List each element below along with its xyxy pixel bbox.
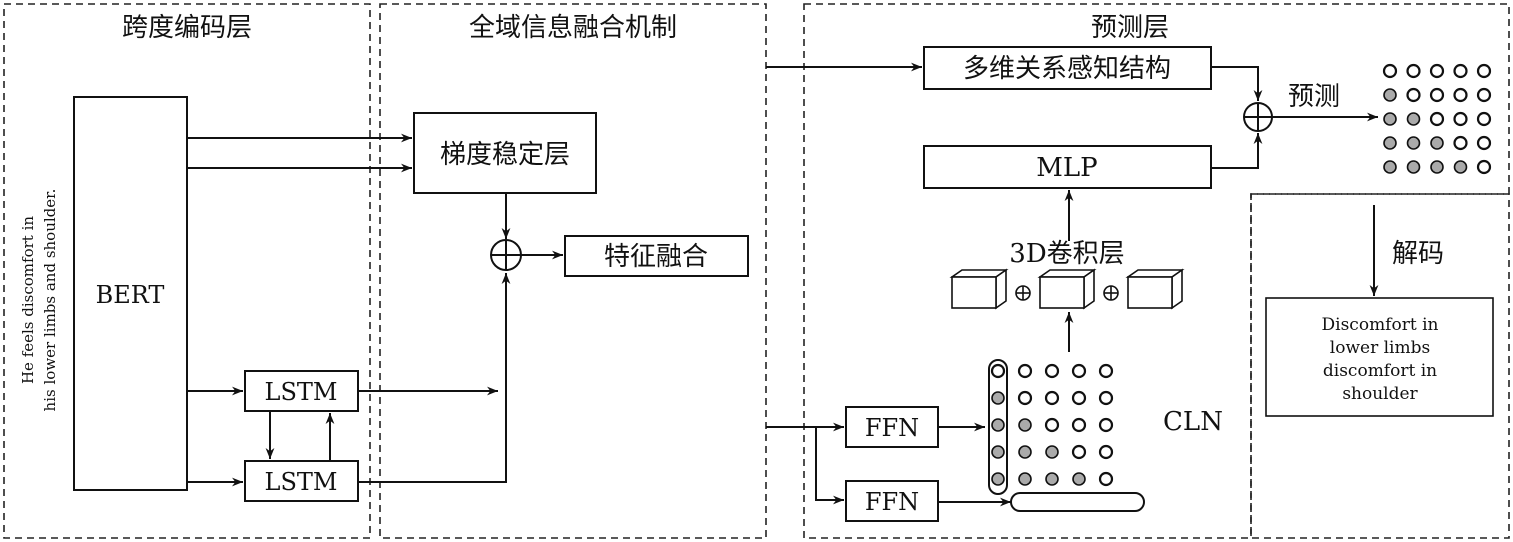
prediction-title: 预测层 [1091, 13, 1169, 43]
bert-label: BERT [96, 281, 165, 309]
multi-dim-block [923, 46, 1212, 90]
output-line1: Discomfort in [1322, 315, 1439, 335]
cln-grid-cell [991, 418, 1005, 432]
output-line4: shoulder [1342, 384, 1418, 404]
cln-grid-cell [991, 472, 1005, 486]
cln-grid-cell [1017, 363, 1033, 379]
ffn-top-label: FFN [865, 414, 919, 442]
gradient-stable-block [413, 112, 597, 194]
feature-fusion-block [564, 235, 749, 277]
prediction-grid-cell [1382, 63, 1398, 79]
prediction-grid-cell [1406, 112, 1421, 126]
ffn-bottom-block [845, 480, 939, 522]
cln-grid-cell [990, 363, 1006, 379]
conv-add-icon-2 [1103, 285, 1119, 301]
cln-grid-cell [1045, 445, 1059, 459]
predict-label: 预测 [1288, 82, 1340, 112]
cln-grid-cell [991, 391, 1005, 405]
prediction-grid-cell [1453, 111, 1468, 127]
prediction-output-grid [1382, 63, 1492, 175]
cln-column-capsule [988, 359, 1008, 495]
cln-grid-cell [1072, 472, 1086, 486]
cln-grid-cell [1044, 363, 1060, 379]
prediction-grid-cell [1383, 112, 1397, 126]
global-fusion-panel [379, 3, 767, 539]
lstm-bottom-block [244, 460, 359, 502]
cln-grid-cell [1098, 444, 1114, 460]
prediction-grid-cell [1476, 159, 1492, 175]
prediction-grid-cell [1476, 135, 1492, 151]
prediction-grid-cell [1429, 87, 1445, 103]
prediction-grid-cell [1406, 136, 1421, 150]
cln-grid-cell [1071, 444, 1087, 460]
cln-grid-cell [1098, 417, 1114, 433]
mlp-block [923, 145, 1212, 189]
predict-add-icon [1243, 102, 1273, 132]
prediction-grid-cell [1406, 63, 1421, 79]
prediction-grid-cell [1453, 87, 1468, 103]
conv3d-label: 3D卷积层 [1009, 239, 1124, 269]
cln-grid [990, 363, 1114, 487]
input-sentence-line1: He feels discomfort in [19, 216, 37, 384]
fusion-add-icon [490, 239, 522, 271]
conv-add-icon-1 [1015, 285, 1031, 301]
input-sentence: He feels discomfort in his lower limbs a… [19, 189, 59, 412]
prediction-grid-cell [1430, 160, 1444, 174]
feature-fusion-label: 特征融合 [604, 242, 708, 272]
ffn-top-block [845, 406, 939, 448]
global-fusion-title: 全域信息融合机制 [469, 13, 677, 43]
prediction-grid-cell [1453, 135, 1468, 151]
cln-grid-cell [1018, 418, 1032, 432]
prediction-grid-cell [1383, 136, 1397, 150]
conv-cube-1 [949, 268, 1009, 310]
ffn-bottom-label: FFN [865, 488, 919, 516]
bert-block [73, 96, 188, 491]
gradient-stable-label: 梯度稳定层 [440, 140, 570, 170]
output-line3: discomfort in [1323, 361, 1437, 381]
lstm-bottom-label: LSTM [265, 468, 338, 496]
prediction-grid-cell [1429, 111, 1445, 127]
cln-grid-cell [1098, 471, 1114, 487]
lstm-top-label: LSTM [265, 378, 338, 406]
prediction-grid-cell [1406, 87, 1421, 103]
cln-grid-cell [1071, 417, 1087, 433]
input-sentence-line2: his lower limbs and shoulder. [41, 189, 59, 412]
prediction-grid-cell [1429, 63, 1445, 79]
prediction-grid-cell [1453, 63, 1468, 79]
output-line2: lower limbs [1330, 338, 1430, 358]
prediction-grid-cell [1383, 88, 1397, 102]
span-encoding-title: 跨度编码层 [122, 13, 252, 43]
prediction-grid-cell [1383, 160, 1397, 174]
prediction-grid-cell [1476, 63, 1492, 79]
cln-grid-cell [1018, 472, 1032, 486]
conv-cube-2 [1037, 268, 1097, 310]
cln-row-capsule [1010, 492, 1145, 512]
conv-cube-3 [1125, 268, 1185, 310]
cln-grid-cell [991, 445, 1005, 459]
cln-grid-cell [1018, 445, 1032, 459]
decode-panel [1250, 193, 1510, 539]
prediction-grid-cell [1406, 160, 1421, 174]
decode-label: 解码 [1392, 239, 1444, 269]
cln-grid-cell [1098, 390, 1114, 406]
span-encoding-panel [3, 3, 371, 539]
cln-grid-cell [1098, 363, 1114, 379]
cln-grid-cell [1045, 472, 1059, 486]
cln-label: CLN [1163, 407, 1223, 437]
cln-grid-cell [1071, 390, 1087, 406]
output-box [1265, 297, 1494, 417]
cln-grid-cell [1044, 390, 1060, 406]
multi-dim-label: 多维关系感知结构 [963, 54, 1171, 84]
prediction-grid-cell [1476, 111, 1492, 127]
mlp-label: MLP [1036, 153, 1097, 183]
prediction-grid-cell [1430, 136, 1444, 150]
cln-grid-cell [1044, 417, 1060, 433]
prediction-grid-cell [1453, 160, 1468, 174]
prediction-grid-cell [1476, 87, 1492, 103]
cln-grid-cell [1071, 363, 1087, 379]
cln-grid-cell [1017, 390, 1033, 406]
